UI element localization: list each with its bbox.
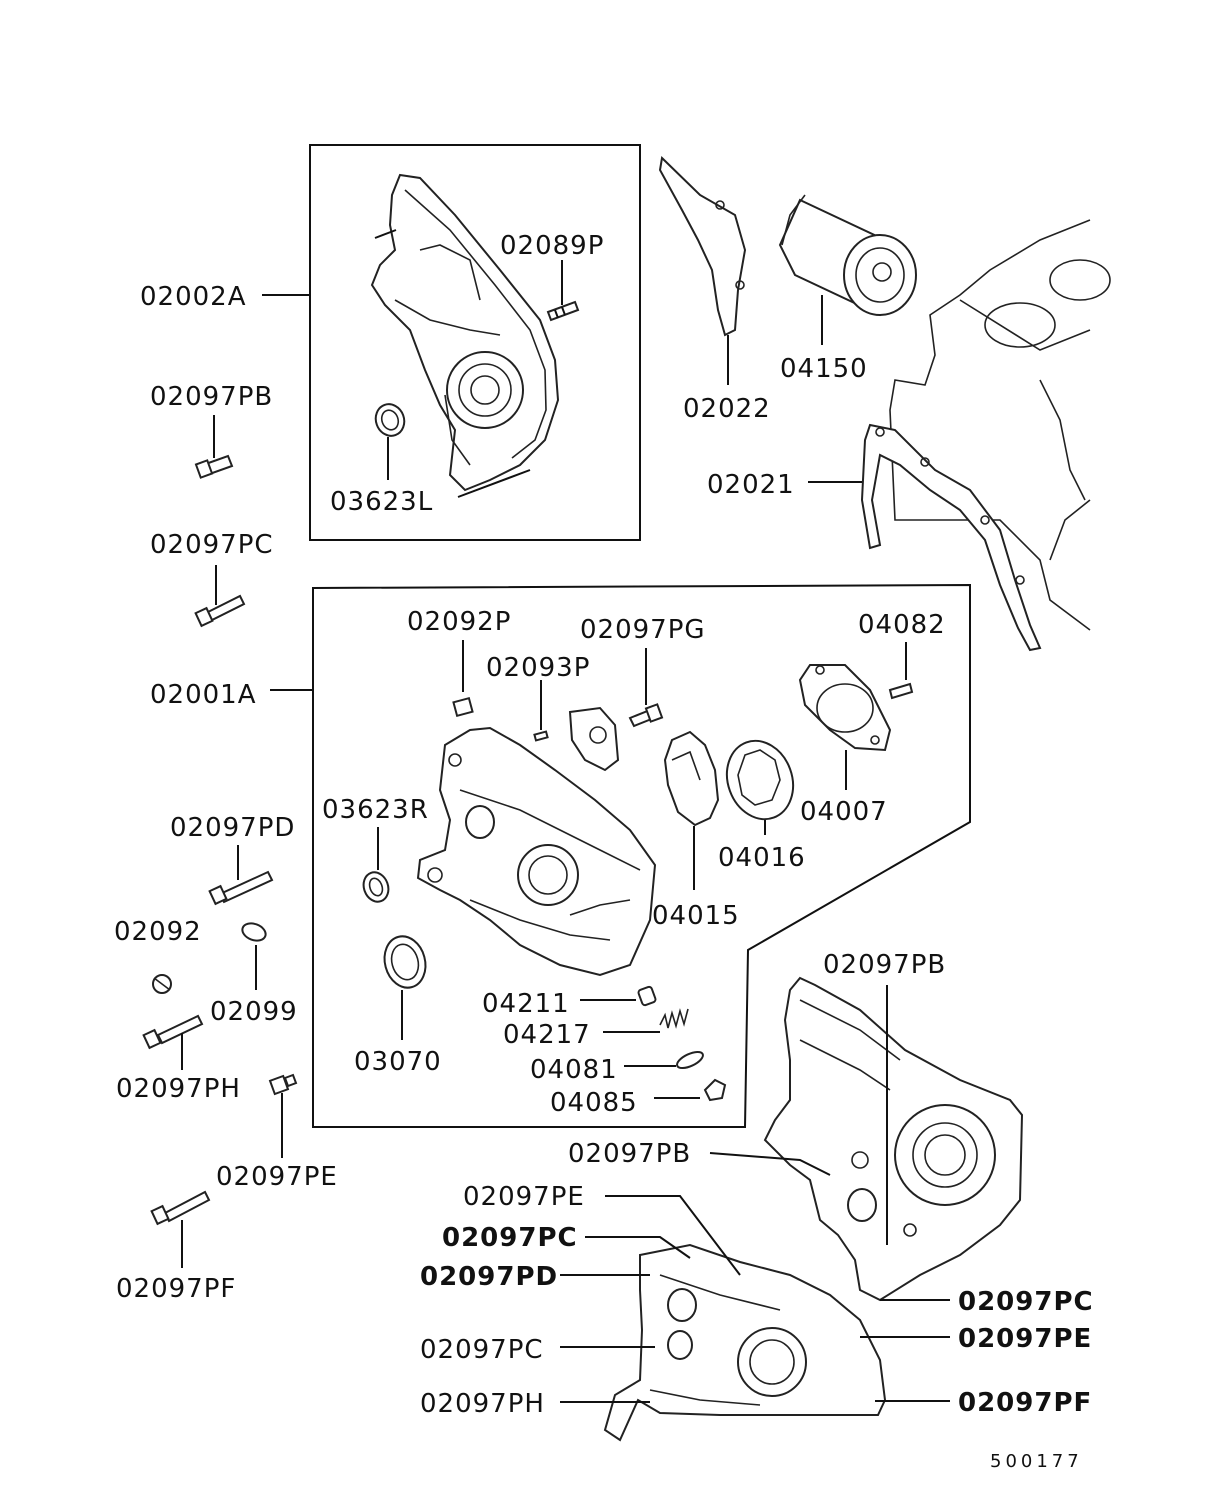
plunger-04211 [580, 985, 657, 1007]
oil-pump-case-part [416, 726, 657, 977]
label-02021: 02021 [707, 470, 795, 500]
gasket-04081 [624, 1050, 704, 1070]
label-04150: 04150 [780, 354, 868, 384]
oil-seal-03070 [383, 935, 427, 1040]
washer-02099 [241, 922, 267, 990]
label-02097PG: 02097PG [580, 615, 706, 645]
plug-04085 [654, 1078, 727, 1102]
label-03070: 03070 [354, 1047, 442, 1077]
label-02093P: 02093P [486, 653, 590, 683]
label-02097PB-mid: 02097PB [568, 1139, 691, 1169]
reference-code: 500177 [990, 1451, 1083, 1472]
label-04217: 04217 [503, 1020, 591, 1050]
label-03623L: 03623L [330, 487, 433, 517]
label-02097PF-left: 02097PF [116, 1274, 236, 1304]
group-box-oil-pump [312, 583, 971, 1128]
plug-02092P [452, 640, 474, 718]
label-02097PH-left: 02097PH [116, 1074, 241, 1104]
oil-seal-03623L [374, 403, 406, 480]
label-02097PB-top-right: 02097PB [823, 950, 946, 980]
label-02097PH-lower: 02097PH [420, 1389, 545, 1419]
label-02089P: 02089P [500, 231, 604, 261]
bolt-02097PD-left [208, 845, 274, 906]
outer-rotor-04016 [725, 739, 795, 835]
engine-block-outline [889, 219, 1111, 631]
label-02092: 02092 [114, 917, 202, 947]
bolt-02097PE-left [268, 1073, 298, 1158]
bolt-02097PC-left [194, 565, 246, 628]
label-03623R: 03623R [322, 795, 429, 825]
label-02097PE-mid: 02097PE [463, 1182, 585, 1212]
label-02097PD-left: 02097PD [170, 813, 295, 843]
label-04085: 04085 [550, 1088, 638, 1118]
gasket-02022 [658, 155, 747, 385]
assembled-cover-view [603, 976, 1024, 1442]
bolt-02097PG [628, 648, 664, 728]
timing-belt-cover-part [370, 173, 560, 498]
nut-02092 [152, 974, 172, 994]
label-04007: 04007 [800, 797, 888, 827]
oil-seal-03623R [362, 827, 390, 903]
label-02097PC-right: 02097PC [958, 1287, 1094, 1317]
label-02092P: 02092P [407, 607, 511, 637]
label-02002A: 02002A [140, 282, 247, 312]
label-04211: 04211 [482, 989, 570, 1019]
bolt-02097PF-left [150, 1190, 211, 1268]
label-02097PC-mid: 02097PC [442, 1223, 578, 1253]
label-02097PE-right: 02097PE [958, 1324, 1092, 1354]
label-04016: 04016 [718, 843, 806, 873]
bolt-02097PH-left [142, 1014, 204, 1070]
oil-filter-04150 [778, 194, 917, 345]
label-02097PE-left: 02097PE [216, 1162, 338, 1192]
group-box-upper-cover [309, 144, 641, 541]
pump-cover-04007 [798, 664, 892, 790]
inner-rotor-04015 [663, 730, 720, 890]
leader-lines-assembled [560, 985, 950, 1403]
label-02097PC-lower: 02097PC [420, 1335, 544, 1365]
label-02097PC-left: 02097PC [150, 530, 274, 560]
label-02001A: 02001A [150, 680, 257, 710]
label-02097PF-right: 02097PF [958, 1388, 1092, 1418]
label-04081: 04081 [530, 1055, 618, 1085]
label-02097PD-mid: 02097PD [420, 1262, 558, 1292]
label-04082: 04082 [858, 610, 946, 640]
label-02097PB-left: 02097PB [150, 382, 273, 412]
pin-02093P [533, 680, 549, 742]
label-02099: 02099 [210, 997, 298, 1027]
bolt-02097PB-left [194, 415, 234, 479]
gasket-02021 [808, 423, 1042, 652]
label-04015: 04015 [652, 901, 740, 931]
stud-02089P [546, 260, 580, 322]
label-02022: 02022 [683, 394, 771, 424]
screw-04082 [888, 642, 914, 700]
pump-cover-small [568, 706, 620, 772]
spring-04217 [603, 1008, 689, 1033]
